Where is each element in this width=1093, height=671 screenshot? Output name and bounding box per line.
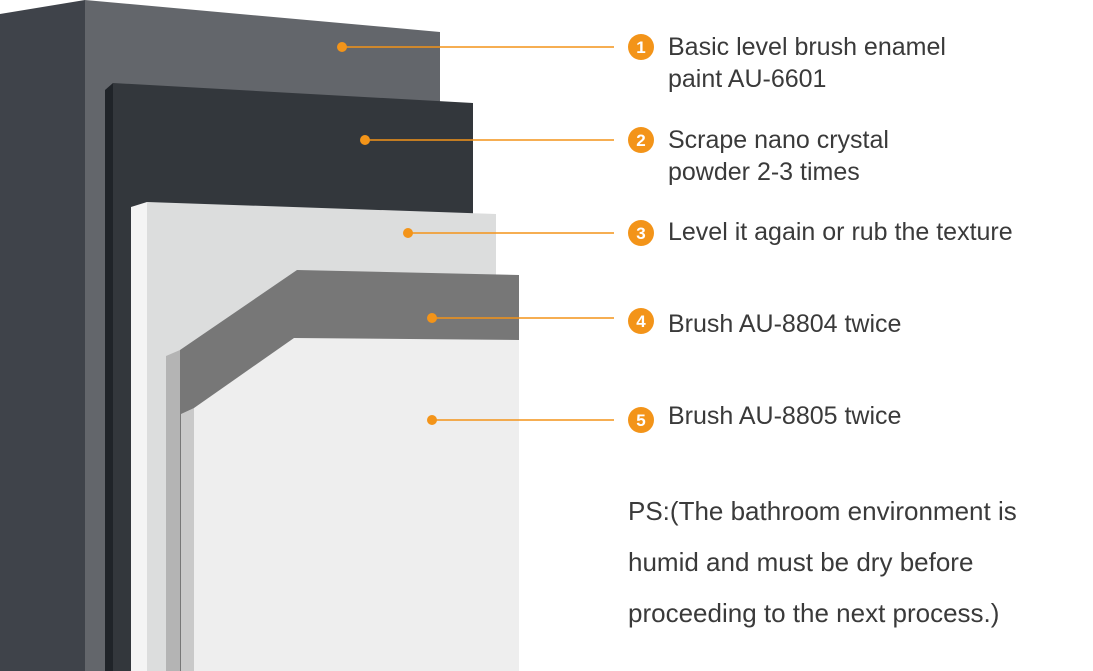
leader-4 — [427, 313, 614, 323]
layer-4-label: Brush AU-8804 twice — [668, 308, 901, 340]
layer-1-label-line-2: paint AU-6601 — [668, 65, 827, 93]
layer-4-side — [166, 350, 180, 671]
badge-5: 5 — [628, 407, 654, 433]
marker-dot-3 — [403, 228, 413, 238]
layer-5-label-line-1: Brush AU-8805 twice — [668, 402, 902, 430]
layer-5-label: Brush AU-8805 twice — [668, 400, 901, 432]
layer-3-label: Level it again or rub the texture — [668, 216, 1013, 248]
badge-1-number: 1 — [636, 38, 645, 57]
layer-1-label-line-1: Basic level brush enamel — [668, 33, 946, 61]
layer-5-side — [181, 408, 194, 671]
badge-2: 2 — [628, 127, 654, 153]
marker-dot-4 — [427, 313, 437, 323]
layer-2-label-line-1: Scrape nano crystal — [668, 126, 889, 154]
marker-dot-1 — [337, 42, 347, 52]
layer-2-side — [105, 83, 113, 671]
ps-note-line-3: proceeding to the next process.) — [628, 598, 1000, 628]
layer-4-label-line-1: Brush AU-8804 twice — [668, 310, 902, 338]
badge-1: 1 — [628, 34, 654, 60]
layer-5-face — [194, 338, 519, 671]
badge-4: 4 — [628, 308, 654, 334]
layer-2-label: Scrape nano crystal powder 2-3 times — [668, 124, 889, 188]
leader-3 — [403, 228, 614, 238]
layer-2-label-line-2: powder 2-3 times — [668, 158, 860, 186]
layer-3-label-line-1: Level it again or rub the texture — [668, 218, 1013, 246]
ps-note-line-2: humid and must be dry before — [628, 547, 974, 577]
layer-1-label: Basic level brush enamel paint AU-6601 — [668, 31, 946, 95]
marker-dot-2 — [360, 135, 370, 145]
leader-2 — [360, 135, 614, 145]
badge-5-number: 5 — [636, 411, 645, 430]
layer-5-panel — [181, 338, 519, 671]
leader-5 — [427, 415, 614, 425]
badge-3: 3 — [628, 220, 654, 246]
badge-2-number: 2 — [636, 131, 645, 150]
leader-1 — [337, 42, 614, 52]
marker-dot-5 — [427, 415, 437, 425]
layer-1-side — [0, 0, 85, 671]
ps-note-line-1: PS:(The bathroom environment is — [628, 496, 1017, 526]
ps-note: PS:(The bathroom environment is humid an… — [628, 486, 1017, 639]
layer-3-side — [131, 202, 147, 671]
badge-3-number: 3 — [636, 224, 645, 243]
badge-4-number: 4 — [636, 312, 646, 331]
